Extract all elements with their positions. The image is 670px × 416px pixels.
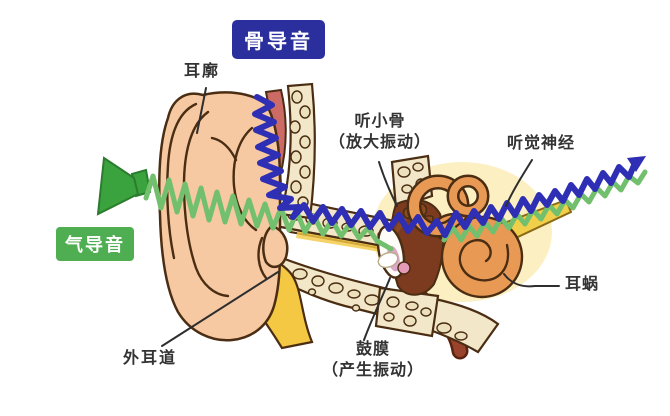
label-ossicles-name: 听小骨 — [354, 111, 406, 130]
pointer-cochlea — [503, 273, 560, 288]
bone-conduction-badge: 骨导音 — [232, 20, 325, 59]
label-ossicles-note: （放大振动） — [328, 131, 431, 151]
label-eardrum: 鼓膜 （产生振动） — [314, 339, 432, 381]
label-cochlea: 耳蜗 — [565, 274, 600, 293]
pointer-ear-canal — [161, 271, 279, 347]
label-eardrum-name: 鼓膜 — [355, 339, 390, 358]
pinna — [158, 91, 289, 342]
bone-wave-arrow-icon — [627, 156, 646, 172]
label-ossicles: 听小骨 （放大振动） — [328, 111, 432, 153]
pointer-auditory-nerve — [505, 159, 533, 207]
label-auditory-nerve: 听觉神经 — [507, 133, 576, 152]
label-eardrum-note: （产生振动） — [321, 359, 424, 379]
bone-texture-pebbles — [289, 90, 311, 208]
skull-bone-column — [278, 82, 316, 220]
pointer-ossicles — [378, 161, 398, 207]
bone-conduction-wave — [252, 94, 646, 238]
pointer-pinna — [196, 87, 207, 134]
pointer-lines — [161, 87, 560, 347]
air-conduction-badge: 气导音 — [56, 227, 134, 261]
pointer-eardrum — [363, 277, 391, 341]
label-pinna: 耳廓 — [184, 61, 221, 80]
label-ear-canal: 外耳道 — [123, 348, 178, 367]
oval-window — [377, 251, 411, 275]
speaker-icon — [96, 156, 152, 216]
tragus — [262, 224, 289, 269]
